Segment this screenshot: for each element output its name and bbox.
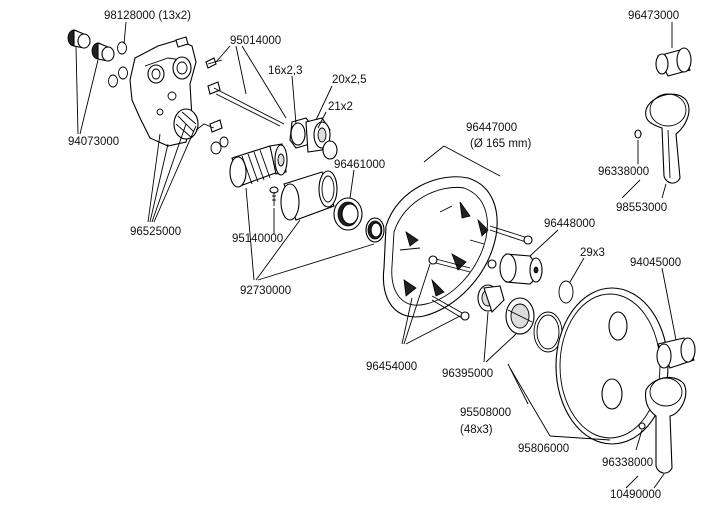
adapter-96395000 [477, 284, 535, 335]
leader-lines [75, 21, 677, 489]
cap-96473000 [655, 47, 692, 77]
trim-plate-95806000 [555, 287, 669, 445]
screws-95014000 [195, 57, 285, 133]
label-95140000: 95140000 [232, 233, 283, 245]
extension-96448000 [487, 253, 543, 285]
o-rings-13x2 [108, 41, 128, 88]
label-95508000: 95508000 [460, 407, 511, 419]
label-96447000: 96447000 [466, 122, 517, 134]
grub-screw-96338000-top [634, 129, 642, 139]
label-98128000: 98128000 (13x2) [104, 10, 191, 22]
knob-94045000 [656, 337, 696, 369]
label-96473000: 96473000 [628, 10, 679, 22]
label-98553000: 98553000 [616, 202, 667, 214]
label-96338000-bottom: 96338000 [602, 457, 653, 469]
locking-nut-96461000 [333, 197, 385, 243]
lever-98553000 [645, 93, 690, 184]
lever-10490000 [638, 376, 687, 474]
thermostatic-cartridge [229, 143, 288, 188]
label-96454000: 96454000 [366, 361, 417, 373]
label-29x3: 29x3 [580, 247, 605, 259]
o-ring-29x3 [558, 280, 574, 304]
label-95806000: 95806000 [518, 443, 569, 455]
label-21x2: 21x2 [328, 101, 353, 113]
label-92730000: 92730000 [240, 285, 291, 297]
extension-sleeve [280, 170, 338, 221]
service-stop-inserts [67, 29, 115, 62]
part-labels: 98128000 (13x2) 95014000 16x2,3 20x2,5 2… [68, 10, 681, 501]
diverter-spindle [289, 117, 338, 160]
label-94045000: 94045000 [630, 257, 681, 269]
label-96461000: 96461000 [334, 159, 385, 171]
screws-96454000 [428, 225, 533, 321]
small-o-rings-left [210, 136, 229, 155]
label-96525000: 96525000 [130, 226, 181, 238]
screw-95140000 [269, 186, 279, 206]
label-96447000-dim: (Ø 165 mm) [470, 138, 532, 150]
label-95014000: 95014000 [230, 35, 281, 47]
label-96448000: 96448000 [544, 218, 595, 230]
label-20x2-5: 20x2,5 [332, 74, 367, 86]
label-94073000: 94073000 [68, 136, 119, 148]
label-95508000-dim: (48x3) [460, 424, 493, 436]
mixer-body-housing [129, 36, 199, 147]
label-96338000-top: 96338000 [598, 166, 649, 178]
label-10490000: 10490000 [610, 489, 661, 501]
label-16x2-3: 16x2,3 [268, 65, 303, 77]
label-96395000: 96395000 [442, 368, 493, 380]
